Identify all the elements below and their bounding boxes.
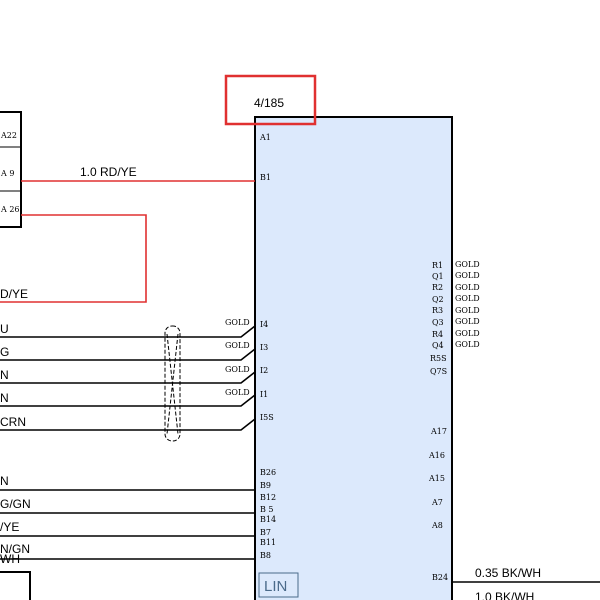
pin-q4: Q4: [432, 341, 444, 350]
pin-r3: R3: [432, 306, 443, 315]
gold-label-i4: GOLD: [225, 318, 250, 327]
pin-a1: A1: [259, 133, 271, 142]
pin-r2: R2: [432, 283, 443, 292]
pin-a7: A7: [431, 498, 443, 507]
module-right-pins: R1 Q1 R2 Q2 R3 Q3 R4 Q4 R5S Q7S A17 A16 …: [428, 261, 448, 582]
module-left-pins: A1 B1 I4 I3 I2 I1 I5S B26 B9 B12 B 5 B14…: [259, 133, 276, 560]
left-connector-pin-a9: A 9: [0, 169, 14, 178]
left-connector-pin-a26: A 26: [0, 205, 20, 214]
gold-label-i3: GOLD: [225, 341, 250, 350]
pin-q2: Q2: [432, 295, 444, 304]
wire-label-yye: /YE: [0, 520, 19, 534]
lin-badge: LIN: [258, 572, 299, 598]
wire-label-g: G: [0, 345, 9, 359]
connector-ref: 4/185: [254, 96, 284, 110]
pin-a8: A8: [431, 521, 443, 530]
pin-r1: R1: [432, 261, 443, 270]
gold-label-i2: GOLD: [225, 365, 250, 374]
pin-a17: A17: [430, 427, 447, 436]
wire-label-n3: N: [0, 474, 9, 488]
pin-b9: B9: [260, 481, 271, 490]
pin-b8: B8: [260, 551, 271, 560]
pin-q3: Q3: [432, 318, 444, 327]
wire-label-ggn: G/GN: [0, 497, 31, 511]
pin-i5s: I5S: [260, 413, 274, 422]
gold-label-r1: GOLD: [455, 260, 480, 269]
gold-label-q3: GOLD: [455, 317, 480, 326]
wire-label-red-partial: D/YE: [0, 287, 28, 301]
pin-i2: I2: [260, 366, 268, 375]
wire-label-b24: 0.35 BK/WH: [475, 566, 541, 580]
twisted-pair-icon: [164, 325, 181, 442]
pin-q1: Q1: [432, 272, 444, 281]
pin-b1: B1: [260, 173, 271, 182]
pin-b14: B14: [260, 515, 276, 524]
pin-q7s: Q7S: [430, 367, 447, 376]
gold-label-q2: GOLD: [455, 294, 480, 303]
wire-label-n1: N: [0, 368, 9, 382]
gold-label-q4: GOLD: [455, 340, 480, 349]
bottom-left-connector: [0, 571, 31, 600]
pin-b12: B12: [260, 493, 276, 502]
left-connector-pin-a22: A22: [0, 131, 17, 140]
right-gold-labels: GOLD GOLD GOLD GOLD GOLD GOLD GOLD GOLD: [455, 260, 480, 349]
pin-r5s: R5S: [430, 354, 447, 363]
pin-i3: I3: [260, 343, 268, 352]
left-connector: A22 A 9 A 26: [0, 111, 22, 228]
gold-label-i1: GOLD: [225, 388, 250, 397]
wire-label-wh: WH: [0, 552, 20, 566]
connector-ref-highlight: [224, 74, 317, 126]
pin-b5: B 5: [260, 505, 274, 514]
wire-label-u: U: [0, 322, 9, 336]
pin-b26: B26: [260, 468, 276, 477]
gold-label-r4: GOLD: [455, 329, 480, 338]
wire-label-ngn: N/GN: [0, 542, 30, 556]
pin-b7: B7: [260, 528, 271, 537]
pin-a16: A16: [428, 451, 445, 460]
gold-label-q1: GOLD: [455, 271, 480, 280]
pin-b11: B11: [260, 538, 276, 547]
wire-label-n2: N: [0, 391, 9, 405]
control-module: [254, 116, 453, 600]
red-wires: [0, 180, 255, 303]
black-wires-b-pins: [0, 489, 255, 560]
gold-label-r2: GOLD: [455, 283, 480, 292]
pin-i1: I1: [260, 390, 268, 399]
wire-label-crn: CRN: [0, 415, 26, 429]
wire-label-b1: 1.0 RD/YE: [80, 165, 137, 179]
gold-label-r3: GOLD: [455, 306, 480, 315]
pin-r4: R4: [432, 330, 443, 339]
pin-i4: I4: [260, 320, 268, 329]
pin-b24: B24: [432, 573, 448, 582]
black-wires-i-pins: [0, 325, 256, 431]
pin-a15: A15: [428, 474, 445, 483]
lin-label: LIN: [264, 578, 287, 595]
wire-label-bottom: 1.0 BK/WH: [475, 590, 534, 600]
